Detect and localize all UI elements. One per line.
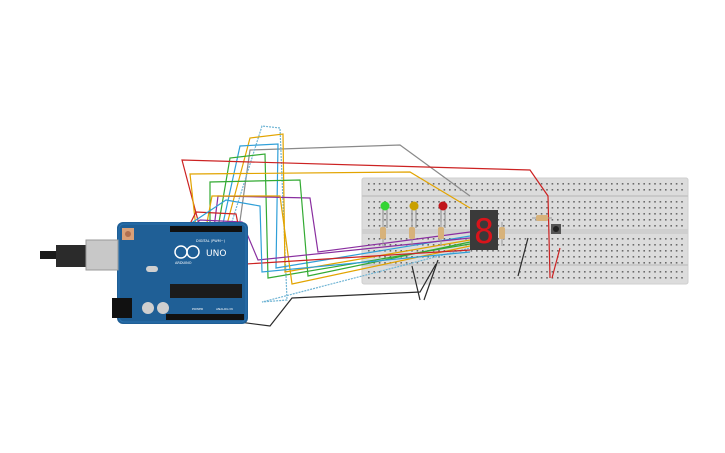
wire-black-4[interactable] xyxy=(517,237,529,277)
resistor-2[interactable] xyxy=(409,222,415,246)
resistor-4[interactable] xyxy=(499,222,505,246)
usb-cable xyxy=(40,239,119,271)
board-header-digital: DIGITAL (PWM~) xyxy=(196,239,226,243)
wires xyxy=(181,125,561,327)
board-brand-text: ARDUINO xyxy=(175,261,192,265)
resistor-1[interactable] xyxy=(380,222,386,246)
power-header[interactable] xyxy=(166,314,244,320)
wire-orange2[interactable] xyxy=(205,195,471,285)
pushbutton[interactable] xyxy=(551,224,561,234)
wire-black-3[interactable] xyxy=(423,259,439,301)
wire-lightblue[interactable] xyxy=(229,125,471,303)
atmega-chip xyxy=(170,284,242,298)
wire-red-3[interactable] xyxy=(551,247,561,279)
wire-black-gnd[interactable] xyxy=(207,263,437,327)
resistor-5[interactable] xyxy=(532,215,552,221)
wire-green2[interactable] xyxy=(209,179,471,277)
wire-orange[interactable] xyxy=(225,133,471,273)
wire-red2[interactable] xyxy=(187,211,471,265)
wire-black-2[interactable] xyxy=(411,265,421,301)
wire-yellow[interactable] xyxy=(189,171,471,229)
wire-gray[interactable] xyxy=(238,144,471,229)
wire-blue2[interactable] xyxy=(183,199,471,273)
board-logo-text: UNO xyxy=(206,249,226,259)
board-header-analog: ANALOG IN xyxy=(216,307,233,311)
digital-header[interactable] xyxy=(170,226,242,232)
arduino-uno-board[interactable]: UNO DIGITAL (PWM~) ARDUINO POWER ANALOG … xyxy=(40,222,248,324)
board-header-power: POWER xyxy=(192,307,203,311)
resistor-3[interactable] xyxy=(438,222,444,246)
wire-red[interactable] xyxy=(181,159,551,279)
power-jack xyxy=(112,298,132,318)
seven-segment-digit: 8 xyxy=(474,212,494,252)
seven-segment-display[interactable]: 8 xyxy=(470,210,498,252)
